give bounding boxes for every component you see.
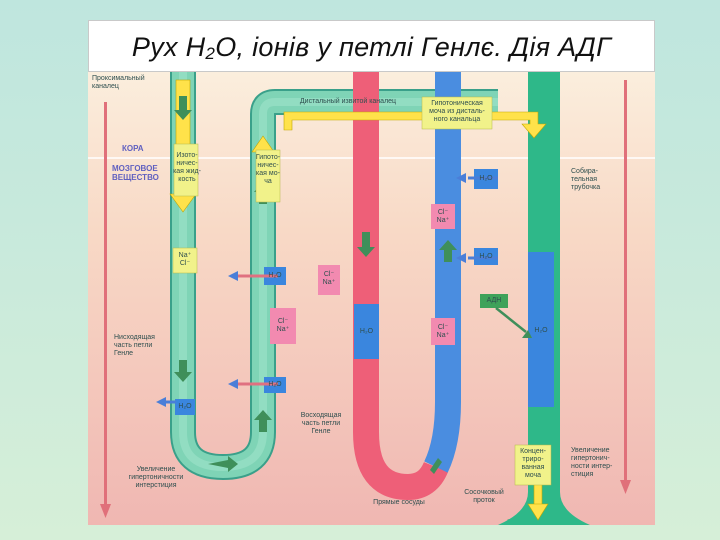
label-distal-tubule: Дистальный извитой каналец xyxy=(288,98,408,106)
box-h2o-blue-vessel-top: H₂O xyxy=(474,175,498,183)
slide-title: Рух Н2О, іонів у петлі Генлє. Дія АДГ xyxy=(88,20,655,72)
label-medulla: МОЗГОВОЕ ВЕЩЕСТВО xyxy=(112,164,159,182)
box-cl-na-blue-vessel-top: Cl⁻ Na⁺ xyxy=(431,209,455,225)
label-concentrated-urine: Концен- триро- ванная моча xyxy=(515,448,551,480)
left-gradient-bar xyxy=(104,102,107,510)
box-h2o-blue-vessel: H₂O xyxy=(474,253,498,261)
label-cortex: КОРА xyxy=(122,144,144,153)
label-hypotonic-urine-distal: Гипотоническая моча из дисталь- ного кан… xyxy=(420,100,494,124)
right-gradient-bar xyxy=(624,80,627,485)
vasa-recta-blue xyxy=(436,72,448,467)
title-part2: О, іонів у петлі Генлє. Дія АДГ xyxy=(215,32,611,62)
label-descending-limb: Нисходящая часть петли Генле xyxy=(114,334,155,358)
label-isotonic-fluid: Изото- ничес- кая жид- кость xyxy=(170,152,204,184)
box-na-cl-descending: Na⁺ Cl⁻ xyxy=(173,252,197,268)
box-h2o-descending-1: H₂O xyxy=(264,272,286,280)
label-hypotonic-urine: Гипото- ничес- кая мо- ча xyxy=(252,154,284,186)
box-cl-na-blue-vessel-bottom: Cl⁻ Na⁺ xyxy=(431,324,455,340)
label-collecting-duct: Собира- тельная трубочка xyxy=(571,168,600,192)
box-h2o-left: H₂O xyxy=(175,403,195,411)
box-cl-na-ascending-top: Cl⁻ Na⁺ xyxy=(318,271,340,287)
nephron-diagram-svg xyxy=(88,72,655,525)
title-part1: Рух Н xyxy=(132,32,206,62)
box-h2o-descending-2: H₂O xyxy=(264,381,286,389)
box-h2o-collecting-duct: H₂O xyxy=(528,327,554,335)
label-increasing-hypertonicity: Увеличение гипертоничности интерстиция xyxy=(118,466,194,490)
label-straight-vessels: Прямые сосуды xyxy=(364,499,434,507)
box-h2o-red-vessel: H₂O xyxy=(354,328,379,336)
title-subscript: 2 xyxy=(205,44,215,63)
label-proximal-tubule: Проксимальный каналец xyxy=(92,75,145,91)
nephron-diagram: Проксимальный каналец КОРА МОЗГОВОЕ ВЕЩЕ… xyxy=(88,72,655,525)
box-cl-na-ascending-bottom: Cl⁻ Na⁺ xyxy=(270,318,296,334)
label-papillary-duct: Сосочковый проток xyxy=(456,489,512,505)
label-increasing-hypertonicity-right: Увеличение гипертонич- ности интер- стиц… xyxy=(571,447,612,479)
label-ascending-limb: Восходящая часть петли Генле xyxy=(286,412,356,436)
box-adh: АДН xyxy=(480,297,508,305)
